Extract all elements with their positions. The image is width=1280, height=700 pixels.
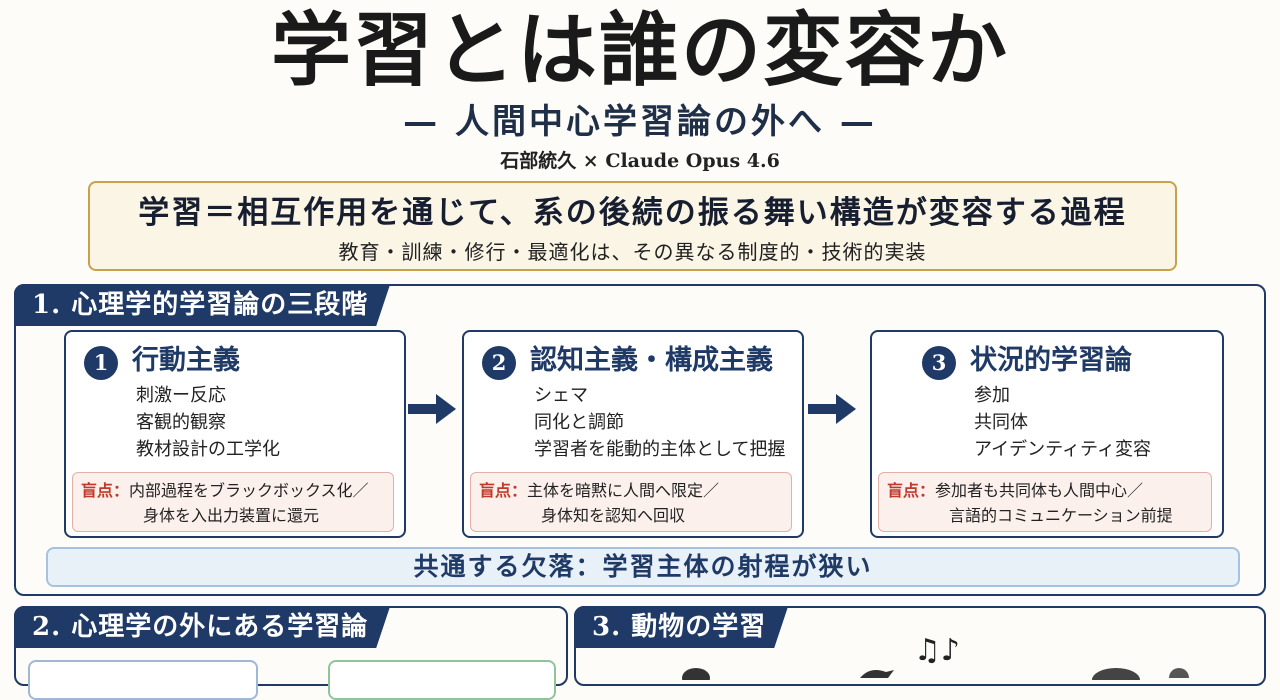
section-animal-learning: 3. 動物の学習 ♫♪ [574, 606, 1266, 686]
section2-card-left [28, 660, 258, 700]
card-item: 参加 [974, 385, 1010, 406]
blind-spot-box: 盲点：参加者も共同体も人間中心／ 言語的コミュニケーション前提 [878, 472, 1212, 532]
card-title: 行動主義 [132, 345, 240, 376]
page-title: 学習とは誰の変容か [271, 3, 1009, 97]
card-number-badge: 2 [482, 346, 516, 380]
section3-header: 3. 動物の学習 [574, 606, 788, 648]
blind-spot-box: 盲点：主体を暗黙に人間へ限定／ 身体知を認知へ回収 [470, 472, 792, 532]
blind-spot-text: 身体を入出力装置に還元 [143, 506, 320, 525]
card-situated-learning: 3 状況的学習論 参加 共同体 アイデンティティ変容 盲点：参加者も共同体も人間… [870, 330, 1224, 538]
section2-card-right [328, 660, 556, 700]
card-item: アイデンティティ変容 [974, 439, 1151, 460]
card-items: 参加 共同体 アイデンティティ変容 [974, 382, 1151, 463]
card-items: 刺激ー反応 客観的観察 教材設計の工学化 [136, 382, 280, 463]
card-item: 共同体 [974, 412, 1028, 433]
card-cognitivism: 2 認知主義・構成主義 シェマ 同化と調節 学習者を能動的主体として把握 盲点：… [462, 330, 804, 538]
card-number-badge: 1 [84, 346, 118, 380]
card-item: 客観的観察 [136, 412, 226, 433]
section2-header: 2. 心理学の外にある学習論 [14, 606, 390, 648]
blind-spot-text: 身体知を認知へ回収 [541, 506, 686, 525]
page-subtitle: — 人間中心学習論の外へ — [403, 102, 877, 142]
animal-head-icon [682, 668, 710, 680]
blind-spot-label: 盲点： [81, 481, 130, 500]
card-item: 学習者を能動的主体として把握 [534, 439, 786, 460]
card-item: 刺激ー反応 [136, 385, 226, 406]
blind-spot-label: 盲点： [479, 481, 528, 500]
card-behaviorism: 1 行動主義 刺激ー反応 客観的観察 教材設計の工学化 盲点：内部過程をブラック… [64, 330, 406, 538]
card-items: シェマ 同化と調節 学習者を能動的主体として把握 [534, 382, 785, 463]
bird-icon [860, 670, 894, 678]
card-title: 状況的学習論 [970, 345, 1132, 376]
blind-spot-text: 主体を暗黙に人間へ限定／ [527, 481, 720, 500]
common-deficiency-banner: 共通する欠落：学習主体の射程が狭い [46, 547, 1240, 587]
blind-spot-box: 盲点：内部過程をブラックボックス化／ 身体を入出力装置に還元 [72, 472, 394, 532]
definition-sub: 教育・訓練・修行・最適化は、その異なる制度的・技術的実装 [338, 240, 927, 264]
animal-body-icon [1092, 668, 1140, 680]
definition-main: 学習＝相互作用を通じて、系の後続の振る舞い構造が変容する過程 [138, 195, 1127, 231]
arrow-right-icon [408, 394, 456, 424]
blind-spot-text: 言語的コミュニケーション前提 [949, 506, 1173, 525]
card-item: 同化と調節 [534, 412, 624, 433]
byline: 石部統久 × Claude Opus 4.6 [500, 150, 780, 172]
definition-box: 学習＝相互作用を通じて、系の後続の振る舞い構造が変容する過程 教育・訓練・修行・… [88, 181, 1177, 271]
blind-spot-text: 参加者も共同体も人間中心／ [935, 481, 1144, 500]
card-number-badge: 3 [922, 346, 956, 380]
arrow-right-icon [808, 394, 856, 424]
card-title: 認知主義・構成主義 [530, 345, 773, 376]
music-notes-icon: ♫♪ [914, 633, 961, 668]
section1-header: 1. 心理学的学習論の三段階 [14, 284, 390, 326]
blind-spot-text: 内部過程をブラックボックス化／ [129, 481, 369, 500]
animal-small-icon [1169, 668, 1189, 678]
blind-spot-label: 盲点： [887, 481, 936, 500]
card-item: 教材設計の工学化 [136, 439, 280, 460]
section-psychological-theories: 1. 心理学的学習論の三段階 1 行動主義 刺激ー反応 客観的観察 教材設計の工… [14, 284, 1266, 596]
card-item: シェマ [534, 385, 588, 406]
section-non-psychological-theories: 2. 心理学の外にある学習論 [14, 606, 568, 700]
